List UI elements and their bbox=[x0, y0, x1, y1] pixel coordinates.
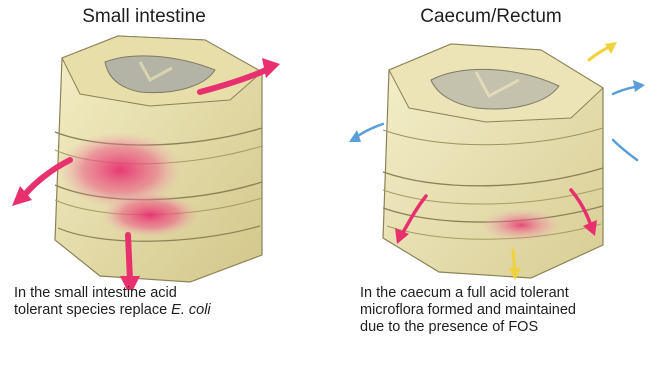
e-coli-label: E. coli bbox=[171, 302, 211, 318]
small-intestine-diagram bbox=[0, 0, 331, 290]
caecum-caption: In the caecum a full acid tolerant micro… bbox=[360, 285, 660, 336]
bacteria-glow bbox=[481, 209, 561, 241]
small-intestine-caption: In the small intestine acid tolerant spe… bbox=[14, 285, 314, 319]
caecum-rectum-diagram bbox=[331, 0, 662, 290]
bacteria-glow bbox=[102, 193, 198, 237]
